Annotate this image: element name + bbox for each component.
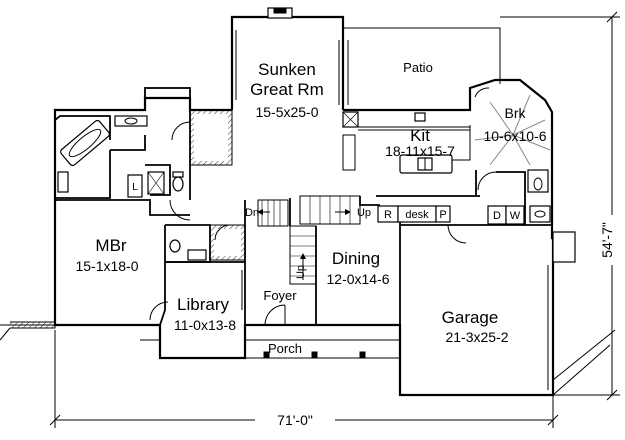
garage-detail [547, 231, 576, 390]
overall-depth-dimension: 54'-7" [599, 222, 615, 258]
great-room-windows [235, 30, 349, 105]
breakfast-size: 10-6x10-6 [483, 128, 546, 144]
great-room-size: 15-5x25-0 [255, 104, 318, 120]
porch-label: Porch [268, 341, 302, 356]
fireplace [267, 7, 293, 19]
laundry [400, 169, 553, 244]
great-room-name-line1: Sunken [258, 60, 316, 79]
kitchen-size: 18-11x15-7 [385, 143, 455, 159]
overall-width-dimension: 71'-0" [277, 412, 313, 428]
half-bath [165, 224, 246, 263]
linen-label: L [132, 182, 138, 193]
stair-up-label-right: Up [357, 207, 371, 219]
stairs [244, 195, 361, 326]
patio-outline [343, 27, 501, 84]
pantry-label: P [439, 209, 446, 221]
dimension-depth [500, 11, 622, 401]
stair-up-label-lower: Up [295, 265, 307, 279]
refrigerator-label: R [384, 209, 392, 221]
breakfast-bay [474, 87, 551, 166]
master-bedroom-name: MBr [95, 236, 127, 255]
dining-walls [330, 196, 401, 326]
grade-lines [0, 321, 616, 396]
master-bedroom-size: 15-1x18-0 [75, 258, 138, 274]
master-interior [55, 199, 191, 326]
stair-down-label: Dn [245, 207, 259, 219]
library-size: 11-0x13-8 [174, 317, 236, 333]
desk-label: desk [405, 209, 429, 221]
dining-name: Dining [332, 249, 380, 268]
dimension-width [49, 330, 559, 428]
dining-size: 12-0x14-6 [326, 271, 389, 287]
patio-label: Patio [403, 60, 433, 75]
foyer-label: Foyer [263, 288, 297, 303]
kitchen-fixtures [342, 111, 476, 223]
great-room-name-line2: Great Rm [250, 80, 324, 99]
kitchen-name: Kit [410, 126, 430, 145]
garage-name: Garage [442, 308, 499, 327]
porch [245, 339, 400, 359]
master-bath [54, 87, 233, 200]
library-name: Library [177, 295, 229, 314]
breakfast-name: Brk [505, 105, 527, 121]
garage-size: 21-3x25-2 [445, 329, 508, 345]
dryer-label: D [493, 210, 501, 222]
washer-label: W [510, 210, 521, 222]
